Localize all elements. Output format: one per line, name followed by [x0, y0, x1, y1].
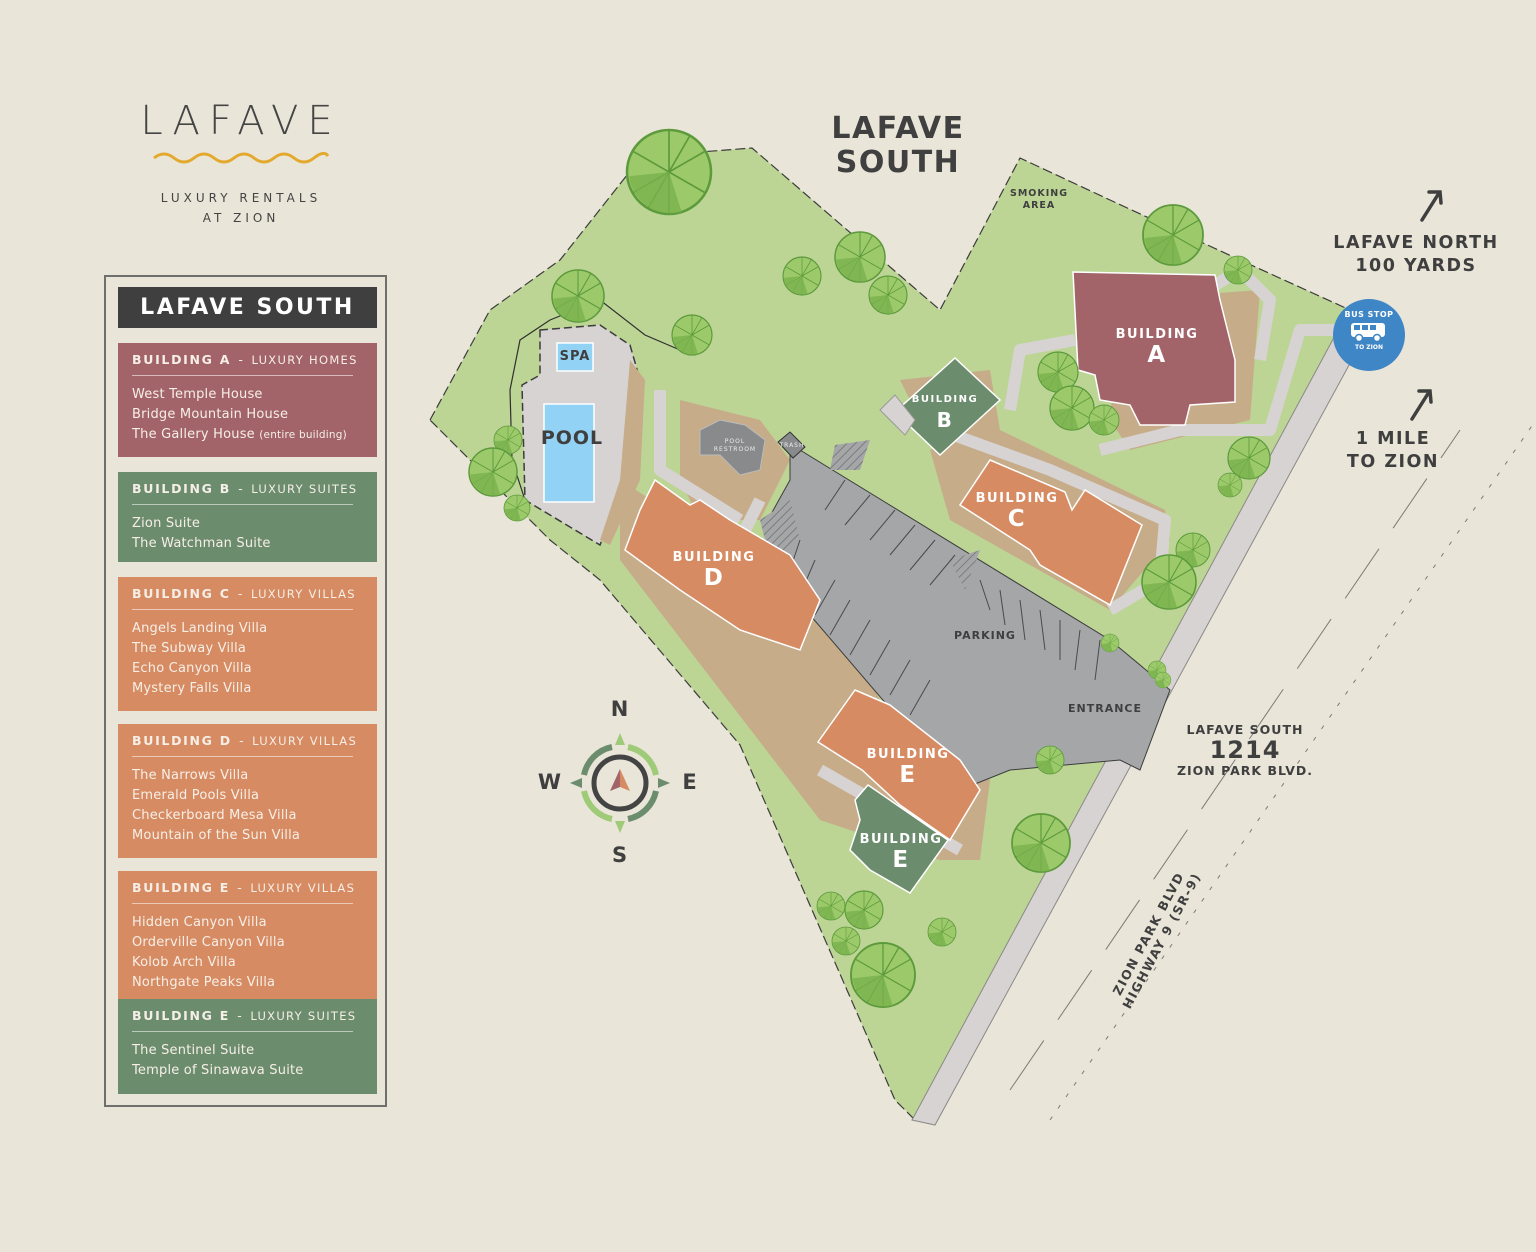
- compass-east: E: [682, 770, 698, 794]
- bus-stop-label: BUS STOP: [1344, 310, 1394, 319]
- pool-restroom: [699, 419, 766, 476]
- spa-label[interactable]: SPA: [559, 349, 591, 364]
- item-note: (entire building): [259, 429, 347, 441]
- parking-label[interactable]: PARKING: [954, 629, 1016, 642]
- legend-item[interactable]: Hidden Canyon Villa: [132, 915, 267, 930]
- divider: [132, 609, 353, 610]
- legend-item[interactable]: Kolob Arch Villa: [132, 955, 236, 970]
- entrance-label[interactable]: ENTRANCE: [1068, 702, 1142, 715]
- legend-building-c[interactable]: BUILDING C - LUXURY VILLAS Angels Landin…: [118, 577, 377, 711]
- parking-stall-lines: [789, 479, 1101, 716]
- logo-tagline-line1: LUXURY RENTALS: [160, 191, 322, 205]
- legend-heading: BUILDING A - LUXURY HOMES: [132, 352, 358, 367]
- legend-item[interactable]: The Narrows Villa: [132, 768, 249, 783]
- legend-item[interactable]: The Subway Villa: [132, 641, 247, 656]
- legend-item[interactable]: Mountain of the Sun Villa: [132, 828, 301, 843]
- pool-label[interactable]: POOL: [540, 427, 604, 449]
- spa-water: [556, 342, 594, 372]
- building-d-shape: [624, 478, 821, 651]
- legend-building-b[interactable]: BUILDING B - LUXURY SUITES Zion Suite Th…: [118, 472, 377, 562]
- logo-wordmark: LAFAVE: [140, 98, 342, 144]
- building-e-villas-shape: [816, 689, 981, 842]
- divider: [132, 375, 353, 376]
- legend-item[interactable]: Checkerboard Mesa Villa: [132, 808, 297, 823]
- address-street: ZION PARK BLVD.: [1176, 763, 1314, 778]
- building-c-shape: [958, 459, 1143, 607]
- logo-tagline: LUXURY RENTALS AT ZION: [128, 188, 354, 228]
- bus-stop-destination: TO ZION: [1355, 344, 1383, 351]
- logo-wave-icon: [153, 151, 330, 164]
- legend-building-a[interactable]: BUILDING A - LUXURY HOMES West Temple Ho…: [118, 343, 377, 457]
- legend-item[interactable]: The Sentinel Suite: [132, 1043, 255, 1058]
- legend-building-e-suites[interactable]: BUILDING E - LUXURY SUITES The Sentinel …: [118, 999, 377, 1094]
- divider: [132, 504, 353, 505]
- compass-north: N: [610, 697, 630, 721]
- compass-west: W: [537, 770, 563, 794]
- legend-item[interactable]: Bridge Mountain House: [132, 407, 289, 422]
- trash-label: TRASH: [779, 442, 805, 449]
- legend-heading: BUILDING B - LUXURY SUITES: [132, 481, 358, 496]
- trash-enclosure: [777, 431, 806, 459]
- legend-item[interactable]: Northgate Peaks Villa: [132, 975, 276, 990]
- building-e-suites-shape: [849, 784, 950, 894]
- address-block: LAFAVE SOUTH 1214 ZION PARK BLVD.: [1170, 722, 1320, 778]
- legend-title: LAFAVE SOUTH: [118, 287, 377, 328]
- legend-item[interactable]: Angels Landing Villa: [132, 621, 268, 636]
- divider: [132, 1031, 353, 1032]
- building-a-shape: [1072, 271, 1236, 426]
- compass-icon: [570, 733, 670, 833]
- legend-heading: BUILDING D - LUXURY VILLAS: [132, 733, 358, 748]
- legend-heading: BUILDING E - LUXURY SUITES: [132, 1008, 357, 1023]
- logo-tagline-line2: AT ZION: [202, 211, 280, 225]
- legend-item[interactable]: Echo Canyon Villa: [132, 661, 252, 676]
- legend-heading: BUILDING E - LUXURY VILLAS: [132, 880, 356, 895]
- legend-item[interactable]: The Watchman Suite: [132, 536, 271, 551]
- building-b-shape: [893, 356, 1002, 457]
- legend-item[interactable]: West Temple House: [132, 387, 263, 402]
- legend-item[interactable]: Zion Suite: [132, 516, 201, 531]
- legend-item[interactable]: Orderville Canyon Villa: [132, 935, 285, 950]
- arrow-zion-icon: [1410, 389, 1433, 421]
- bus-stop-marker[interactable]: BUS STOP TO ZION: [1333, 299, 1405, 371]
- legend-item[interactable]: Mystery Falls Villa: [132, 681, 252, 696]
- address-number: 1214: [1209, 736, 1281, 764]
- legend-item[interactable]: Temple of Sinawava Suite: [132, 1063, 304, 1078]
- legend-building-e-villas[interactable]: BUILDING E - LUXURY VILLAS Hidden Canyon…: [118, 871, 377, 999]
- legend-item[interactable]: The Gallery House (entire building): [132, 427, 347, 442]
- legend-building-d[interactable]: BUILDING D - LUXURY VILLAS The Narrows V…: [118, 724, 377, 858]
- pool-water: [543, 403, 595, 503]
- address-line1: LAFAVE SOUTH: [1186, 722, 1304, 737]
- divider: [132, 756, 353, 757]
- legend-item[interactable]: Emerald Pools Villa: [132, 788, 260, 803]
- divider: [132, 903, 353, 904]
- compass-south: S: [611, 843, 629, 867]
- legend-heading: BUILDING C - LUXURY VILLAS: [132, 586, 356, 601]
- legend-panel: LAFAVE SOUTH BUILDING A - LUXURY HOMES W…: [104, 275, 387, 1107]
- arrow-north-east-icon: [1420, 190, 1443, 222]
- bus-icon: [1351, 323, 1385, 343]
